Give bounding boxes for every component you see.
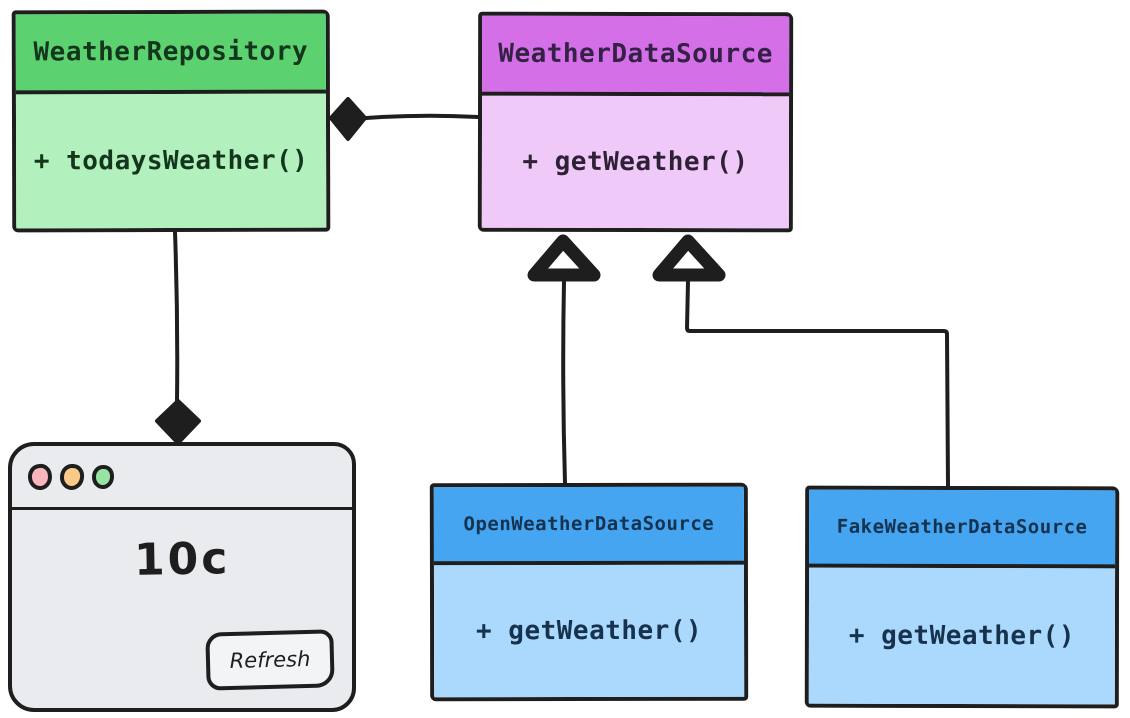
class-member: + getWeather() <box>522 146 749 178</box>
window-titlebar <box>12 446 352 510</box>
class-open-weather-data-source[interactable]: OpenWeatherDataSource + getWeather() <box>429 482 749 702</box>
class-members-section: + getWeather() <box>808 567 1116 705</box>
class-member: + getWeather() <box>475 615 703 647</box>
class-title: WeatherDataSource <box>482 15 790 97</box>
inheritance-triangle-icon <box>652 234 726 282</box>
class-title: WeatherRepository <box>15 13 326 95</box>
refresh-button[interactable]: Refresh <box>205 629 335 691</box>
inheritance-connector-line[interactable] <box>561 279 567 485</box>
class-members-section: + getWeather() <box>433 564 745 698</box>
class-member: + getWeather() <box>848 620 1076 652</box>
window-control-zoom-icon[interactable] <box>92 464 114 489</box>
window-content: 10c Refresh <box>12 510 352 709</box>
class-member: + todaysWeather() <box>33 145 309 177</box>
class-weather-data-source[interactable]: WeatherDataSource + getWeather() <box>477 11 794 233</box>
class-members-section: + todaysWeather() <box>15 93 327 229</box>
inheritance-connector-line[interactable] <box>685 279 950 488</box>
class-members-section: + getWeather() <box>481 95 790 229</box>
inheritance-triangle-icon <box>527 234 601 282</box>
window-control-minimize-icon[interactable] <box>59 462 85 491</box>
weather-app-window[interactable]: 10c Refresh <box>8 442 356 712</box>
window-control-close-icon[interactable] <box>26 462 54 491</box>
class-fake-weather-data-source[interactable]: FakeWeatherDataSource + getWeather() <box>804 485 1120 709</box>
class-title: FakeWeatherDataSource <box>809 489 1116 569</box>
class-weather-repository[interactable]: WeatherRepository + todaysWeather() <box>11 9 331 233</box>
class-title: OpenWeatherDataSource <box>433 486 744 566</box>
composition-diamond-icon <box>329 97 367 141</box>
composition-connector-line[interactable] <box>364 113 480 120</box>
composition-connector-line[interactable] <box>173 230 180 403</box>
composition-diamond-icon <box>155 399 201 445</box>
temperature-reading: 10c <box>133 533 231 586</box>
